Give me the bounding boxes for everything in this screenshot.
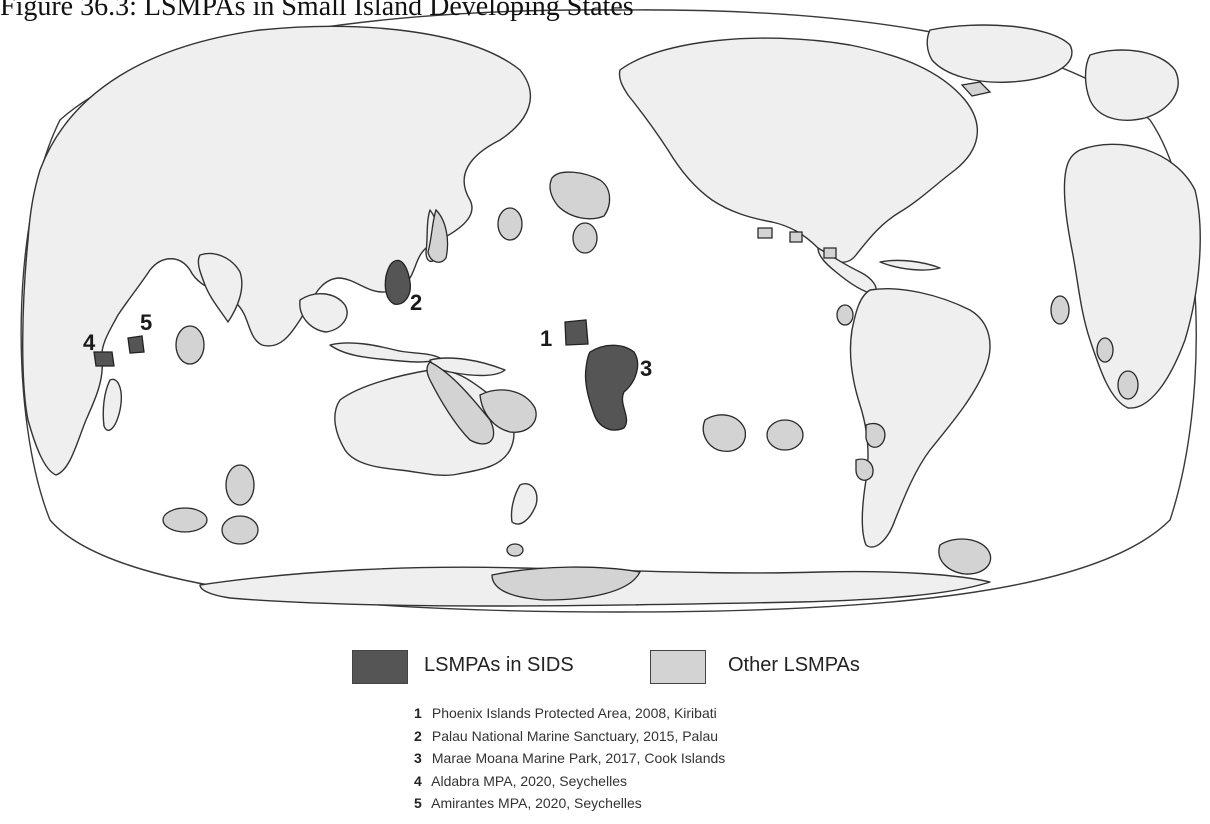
other-lsmpa-desventuradas xyxy=(855,458,874,481)
key-text: Aldabra MPA, 2020, Seychelles xyxy=(431,772,627,789)
map-label-3: 3 xyxy=(640,356,652,381)
lsmpa-marae-moana xyxy=(584,344,639,431)
figure-title: Figure 36.3: LSMPAs in Small Island Deve… xyxy=(0,0,634,22)
legend-label-sids: LSMPAs in SIDS xyxy=(424,654,574,676)
other-lsmpa-new-caledonia xyxy=(479,389,537,433)
greenland-landmass xyxy=(926,24,1073,83)
europe-landmass xyxy=(1084,49,1179,121)
other-lsmpa-mexico-cluster xyxy=(757,227,837,259)
other-lsmpa-galapagos xyxy=(836,304,854,326)
other-lsmpa-pitcairn xyxy=(702,414,747,452)
legend-swatch-sids xyxy=(352,650,408,684)
other-lsmpa-azores xyxy=(960,81,992,97)
key-item: 5 Amirantes MPA, 2020, Seychelles xyxy=(414,792,725,815)
north-america-landmass xyxy=(618,37,979,263)
mpa-key-list: 1 Phoenix Islands Protected Area, 2008, … xyxy=(414,702,725,815)
other-lsmpa-marianas xyxy=(427,208,449,263)
caribbean-islands xyxy=(879,259,941,271)
other-lsmpa-ascension xyxy=(1050,295,1070,325)
key-number: 3 xyxy=(414,750,422,766)
madagascar-landmass xyxy=(102,378,122,431)
lsmpa-phoenix-islands xyxy=(564,319,589,346)
key-item: 3 Marae Moana Marine Park, 2017, Cook Is… xyxy=(414,747,725,770)
lsmpa-aldabra xyxy=(93,351,115,367)
other-lsmpa-macquarie xyxy=(221,515,259,545)
other-lsmpa-juan-fernandez xyxy=(865,422,886,448)
southeast-asia-landmass xyxy=(299,293,348,333)
key-item: 1 Phoenix Islands Protected Area, 2008, … xyxy=(414,702,725,725)
key-number: 4 xyxy=(414,772,422,789)
south-america-landmass xyxy=(849,288,991,548)
world-map: 1 2 3 4 5 xyxy=(20,9,1201,613)
other-lsmpas xyxy=(162,81,1139,601)
key-number: 1 xyxy=(414,705,422,721)
key-number: 5 xyxy=(414,795,422,811)
other-lsmpa-easter-island xyxy=(766,419,804,451)
new-zealand-landmass xyxy=(510,483,538,525)
other-lsmpa-south-georgia xyxy=(938,538,992,575)
other-lsmpa-heard xyxy=(162,507,208,533)
other-lsmpa-coral-sea xyxy=(426,361,495,445)
lsmpa-palau xyxy=(384,259,411,305)
other-lsmpa-johnston xyxy=(572,222,598,254)
other-lsmpa-hawaii xyxy=(549,171,611,220)
other-lsmpa-ross-sea xyxy=(491,566,641,601)
other-lsmpa-kermadec xyxy=(506,543,524,557)
key-text: Marae Moana Marine Park, 2017, Cook Isla… xyxy=(431,750,726,766)
map-label-4: 4 xyxy=(83,330,96,355)
key-item: 2 Palau National Marine Sanctuary, 2015,… xyxy=(414,725,725,748)
lsmpas-in-sids xyxy=(93,259,639,431)
legend-swatch-other xyxy=(650,650,706,684)
eurasia-africa-landmass xyxy=(22,25,531,476)
lsmpa-amirantes xyxy=(127,335,145,354)
other-lsmpa-st-helena xyxy=(1096,337,1114,363)
india-landmass xyxy=(197,252,243,323)
legend-label-other: Other LSMPAs xyxy=(728,654,860,676)
other-lsmpa-chagos xyxy=(175,325,205,365)
key-text: Palau National Marine Sanctuary, 2015, P… xyxy=(431,727,719,744)
key-text: Amirantes MPA, 2020, Seychelles xyxy=(431,795,642,811)
other-lsmpa-tristan xyxy=(1117,370,1139,400)
other-lsmpa-wake xyxy=(497,207,523,241)
map-label-5: 5 xyxy=(140,310,152,335)
map-label-1: 1 xyxy=(540,326,552,351)
key-number: 2 xyxy=(414,727,422,744)
key-text: Phoenix Islands Protected Area, 2008, Ki… xyxy=(431,705,717,721)
key-item: 4 Aldabra MPA, 2020, Seychelles xyxy=(414,770,725,793)
map-label-2: 2 xyxy=(410,290,422,315)
other-lsmpa-kerguelen xyxy=(225,464,255,506)
